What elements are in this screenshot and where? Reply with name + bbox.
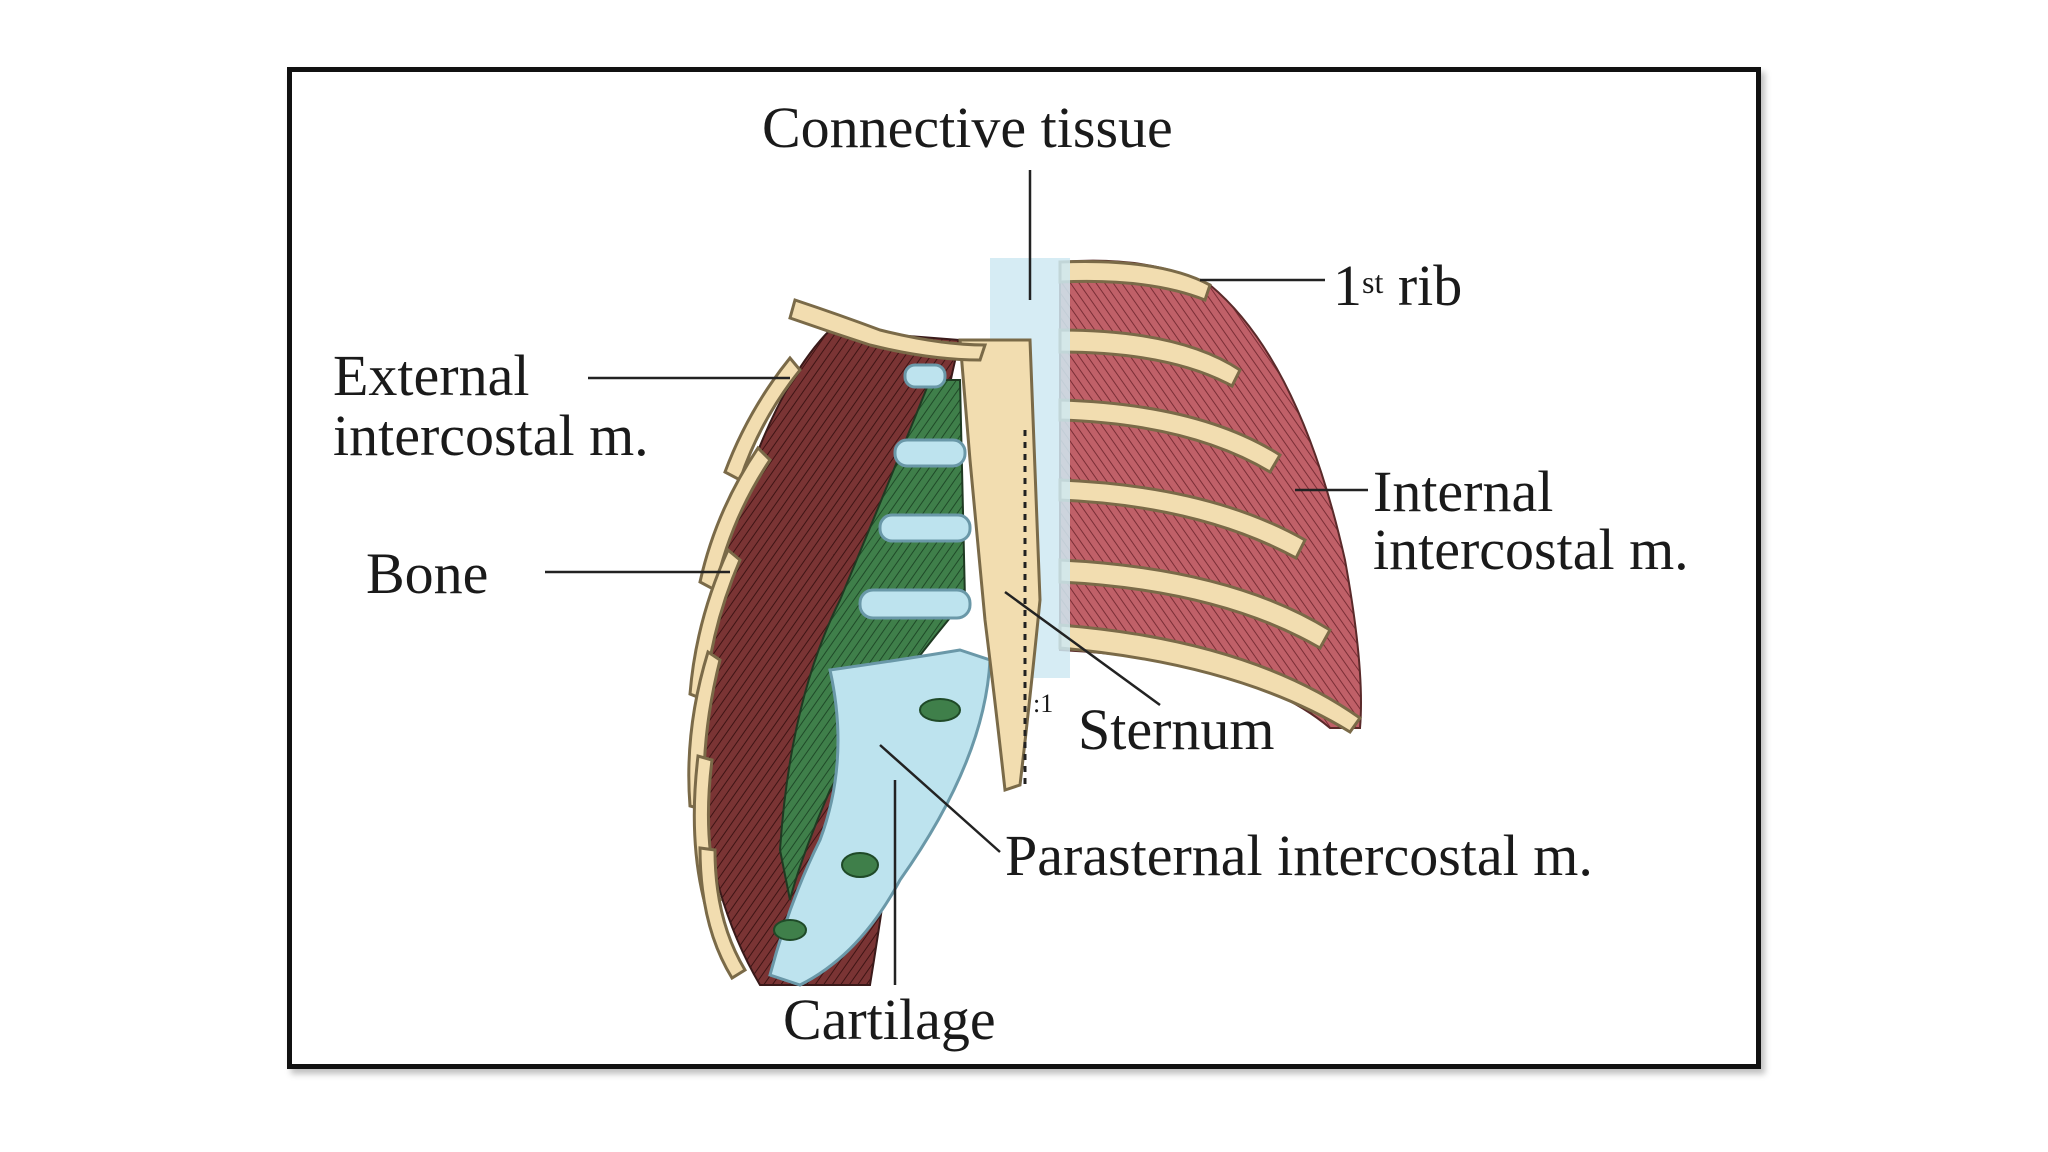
- label-first-rib-superscript: st: [1362, 264, 1384, 300]
- label-tiny-mark: :1: [1033, 689, 1054, 718]
- label-bone: Bone: [366, 541, 489, 606]
- label-first-rib-number: 1: [1333, 253, 1362, 318]
- label-parasternal-intercostal: Parasternal intercostal m.: [1005, 823, 1593, 888]
- label-external-intercostal-line2: intercostal m.: [333, 403, 649, 468]
- cartilage-openings: [773, 698, 961, 941]
- label-connective-tissue: Connective tissue: [762, 95, 1173, 160]
- label-internal-intercostal-line2: intercostal m.: [1373, 517, 1689, 582]
- label-first-rib: 1st rib: [1333, 256, 1462, 316]
- label-internal-intercostal-line1: Internal: [1373, 459, 1554, 524]
- first-rib-left-tip: [788, 298, 988, 362]
- label-first-rib-word: rib: [1397, 253, 1463, 318]
- leader-lines: [545, 170, 1368, 985]
- label-sternum: Sternum: [1078, 697, 1275, 762]
- costal-cartilages: [768, 363, 992, 987]
- sternum-shape: [958, 338, 1042, 793]
- internal-intercostal-region: [1058, 259, 1363, 735]
- label-external-intercostal-line1: External: [333, 343, 530, 408]
- label-cartilage: Cartilage: [783, 987, 996, 1052]
